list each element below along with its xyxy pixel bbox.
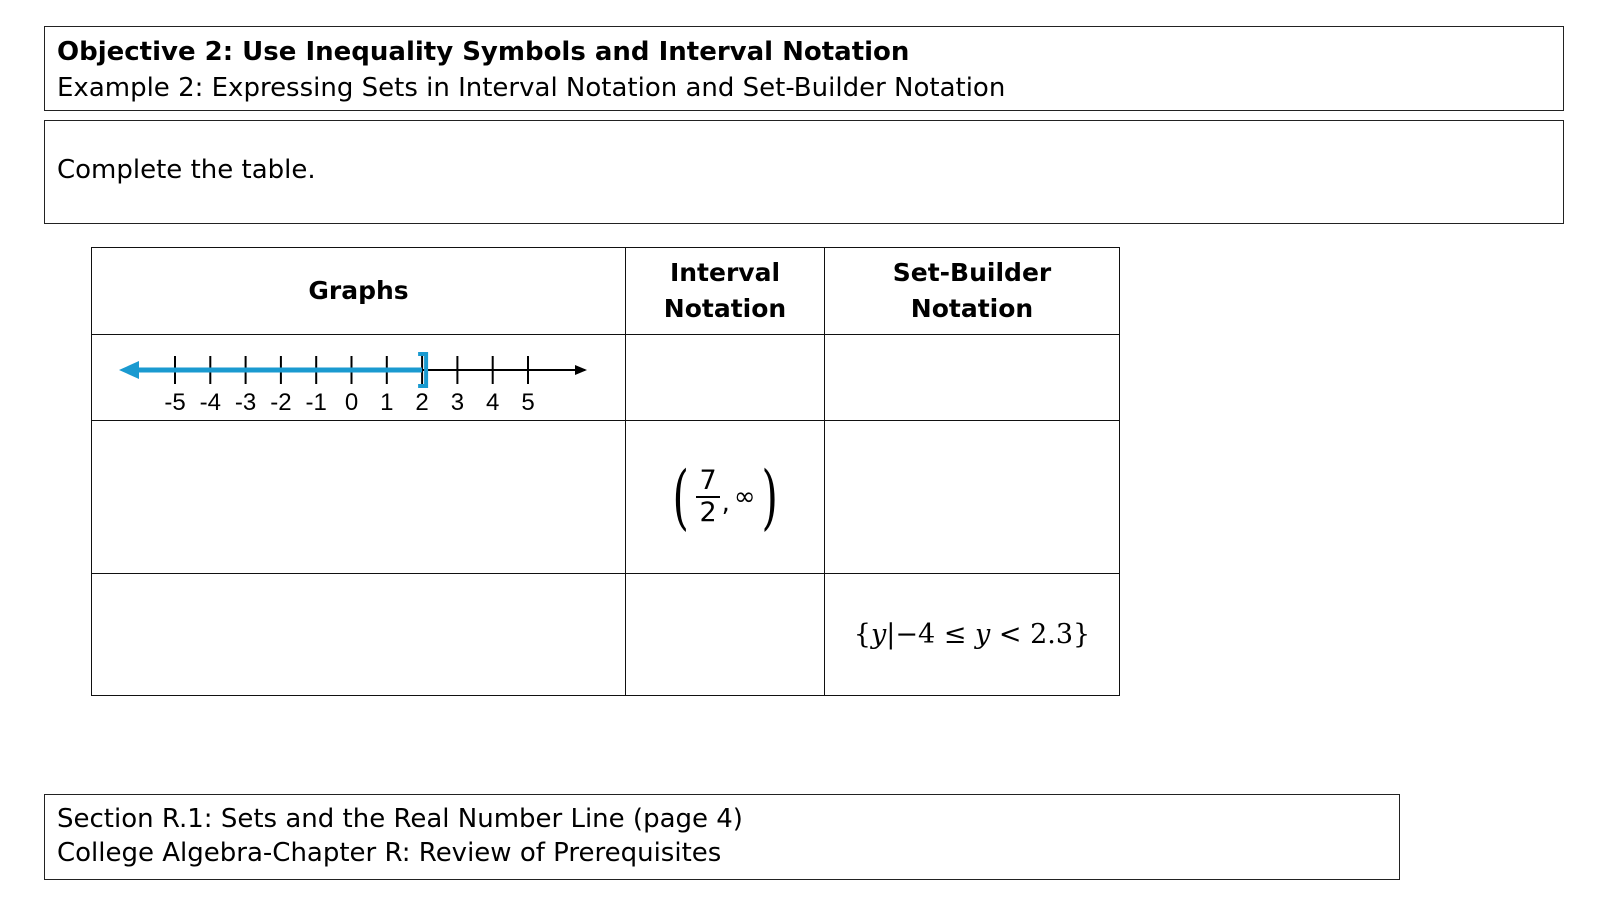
upper-bound: 2.3: [1030, 619, 1074, 650]
header-setbuilder: Set-Builder Notation: [824, 247, 1120, 335]
le-symbol: ≤: [943, 619, 967, 650]
tick-label: 3: [450, 389, 463, 414]
cell-interval-1: [625, 334, 825, 421]
header-interval-line2: Notation: [663, 294, 787, 323]
lt-symbol: <: [998, 619, 1022, 650]
header-interval: Interval Notation: [625, 247, 825, 335]
objective-title: Objective 2: Use Inequality Symbols and …: [57, 37, 910, 67]
tick-label: 2: [415, 389, 428, 414]
cell-setbuilder-3: {y|−4 ≤ y < 2.3}: [824, 573, 1120, 696]
table-row: {y|−4 ≤ y < 2.3}: [91, 573, 1120, 696]
header-interval-line1: Interval: [669, 258, 781, 287]
tick-label: 0: [344, 389, 357, 414]
lower-bound: −4: [895, 619, 936, 650]
tick-label: -3: [234, 389, 255, 414]
setbuilder-expression: {y|−4 ≤ y < 2.3}: [854, 619, 1090, 650]
axis-arrow-right: [574, 364, 587, 375]
tick-label: 4: [486, 389, 499, 414]
header-setbuilder-line2: Notation: [910, 294, 1034, 323]
endpoint-bracket: [417, 351, 428, 388]
fraction-numerator: 7: [699, 465, 717, 496]
instruction-box: Complete the table.: [44, 120, 1564, 224]
cell-graph-2: [91, 420, 626, 574]
chapter-reference: College Algebra-Chapter R: Review of Pre…: [57, 838, 722, 868]
cell-setbuilder-2: [824, 420, 1120, 574]
open-brace: {: [853, 619, 871, 650]
example-title: Example 2: Expressing Sets in Interval N…: [57, 73, 1006, 103]
fraction-denominator: 2: [696, 496, 720, 528]
open-paren: (: [672, 456, 689, 538]
header-graphs-label: Graphs: [308, 276, 409, 305]
infinity-symbol: ∞: [733, 482, 756, 512]
section-reference: Section R.1: Sets and the Real Number Li…: [57, 804, 743, 834]
cell-interval-3: [625, 573, 825, 696]
tick-label: -1: [305, 389, 326, 414]
cell-interval-2: ( 7 2 , ∞ ): [625, 420, 825, 574]
variable-y: y: [870, 619, 887, 650]
header-graphs: Graphs: [91, 247, 626, 335]
comma: ,: [721, 488, 730, 518]
such-that-bar: |: [886, 619, 896, 650]
cell-graph-3: [91, 573, 626, 696]
interval-expression: ( 7 2 , ∞ ): [667, 462, 783, 532]
tick-label: -5: [164, 389, 185, 414]
tick-label: 1: [380, 389, 393, 414]
instruction-text: Complete the table.: [57, 155, 316, 185]
shaded-arrow-left: [118, 360, 139, 379]
close-paren: ): [761, 456, 778, 538]
tick-label: -2: [270, 389, 291, 414]
exercise-table: Graphs Interval Notation Set-Builder Not…: [91, 247, 1120, 696]
objective-header: Objective 2: Use Inequality Symbols and …: [44, 26, 1564, 111]
footer-box: Section R.1: Sets and the Real Number Li…: [44, 794, 1400, 880]
table-header-row: Graphs Interval Notation Set-Builder Not…: [91, 247, 1120, 335]
header-setbuilder-line1: Set-Builder: [892, 258, 1052, 287]
fraction: 7 2: [696, 465, 720, 528]
cell-setbuilder-1: [824, 334, 1120, 421]
table-row: ( 7 2 , ∞ ): [91, 420, 1120, 574]
tick-label: 5: [521, 389, 534, 414]
tick-label: -4: [199, 389, 220, 414]
variable-y-2: y: [974, 619, 991, 650]
close-brace: }: [1073, 619, 1091, 650]
